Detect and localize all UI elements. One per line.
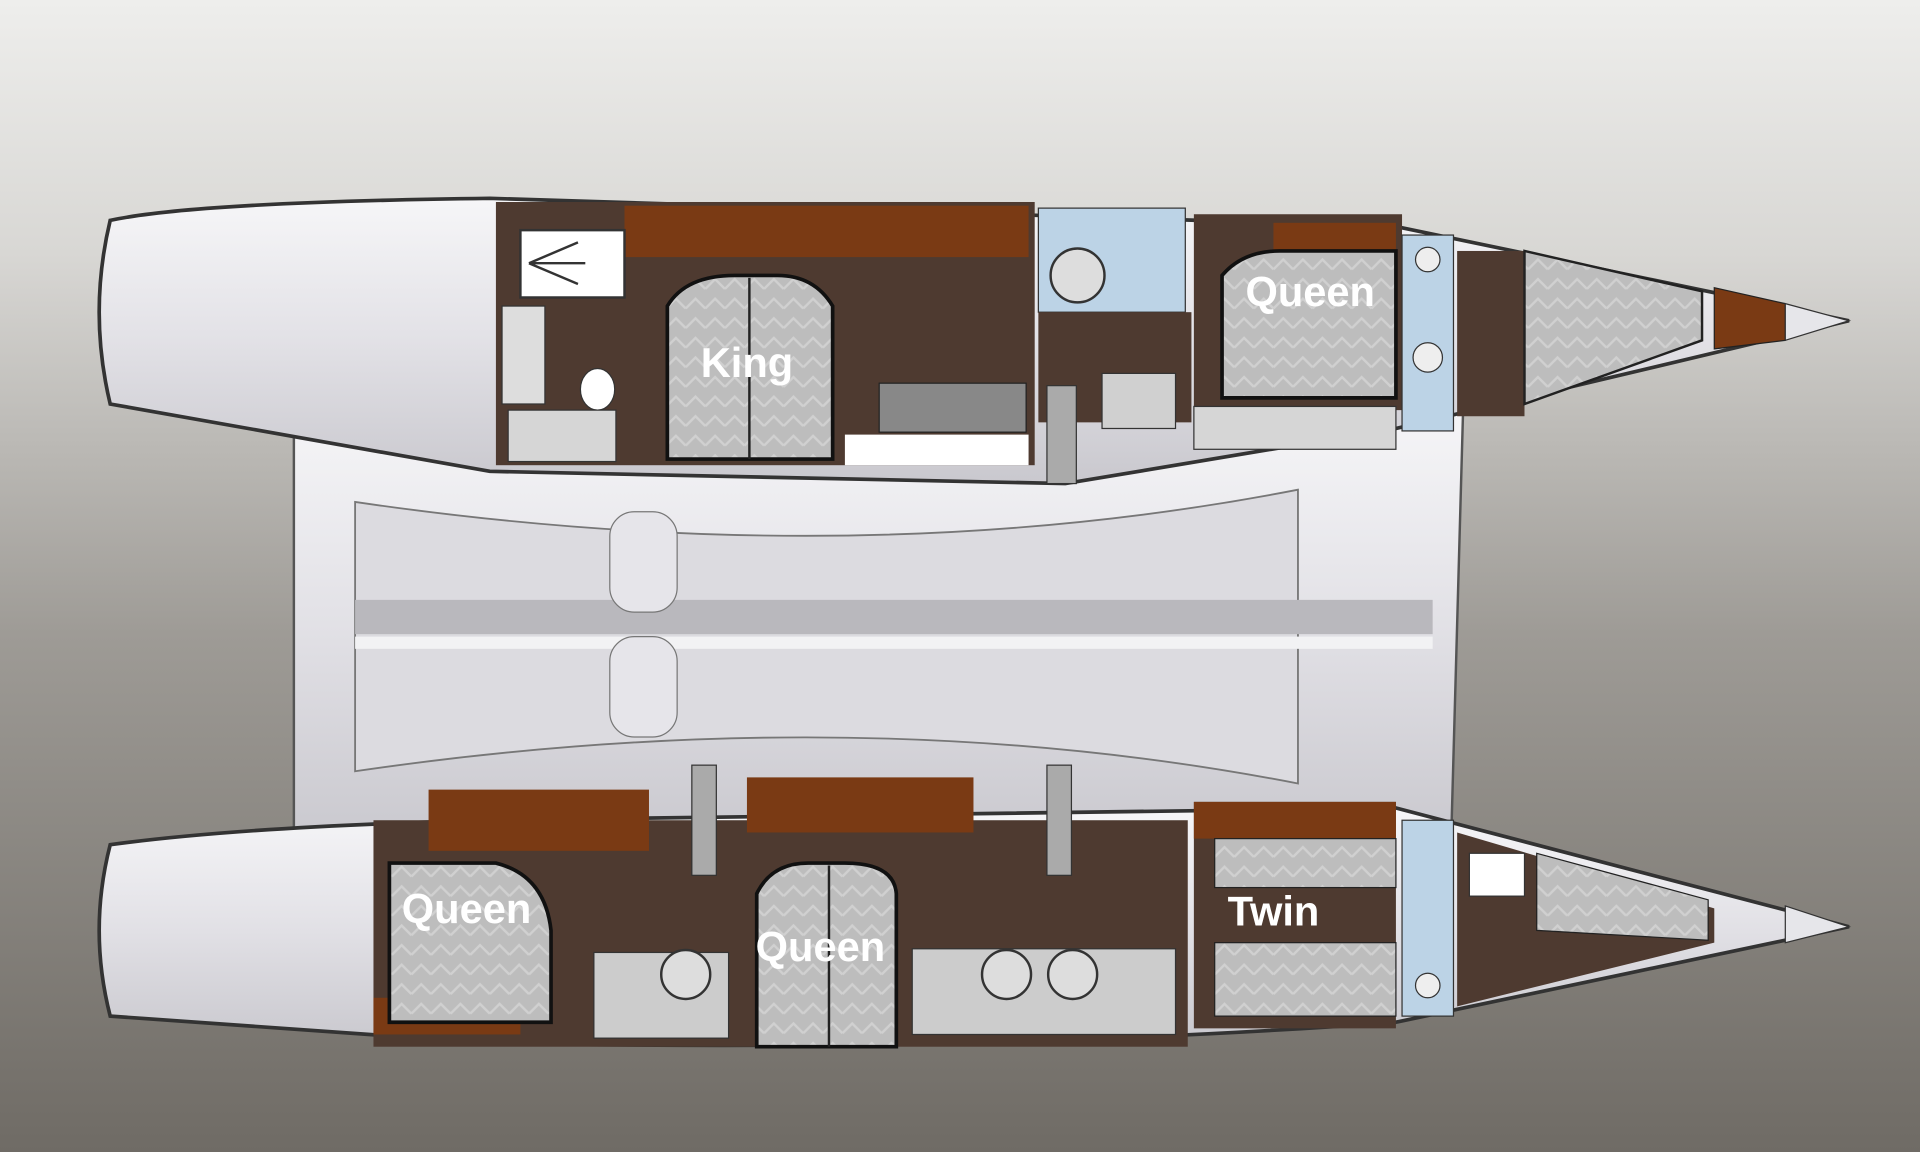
cabin-label-twin: Twin [1228,888,1320,935]
cabin-label-queen-port-fwd: Queen [1245,268,1374,315]
starboard-hull [97,764,1852,1049]
port-hull [97,196,1852,486]
cabin-label-queen-stbd-mid: Queen [756,923,885,970]
cabin-label-king: King [701,339,793,386]
bridgedeck [292,402,1465,846]
cabin-label-queen-stbd-aft: Queen [402,885,531,932]
